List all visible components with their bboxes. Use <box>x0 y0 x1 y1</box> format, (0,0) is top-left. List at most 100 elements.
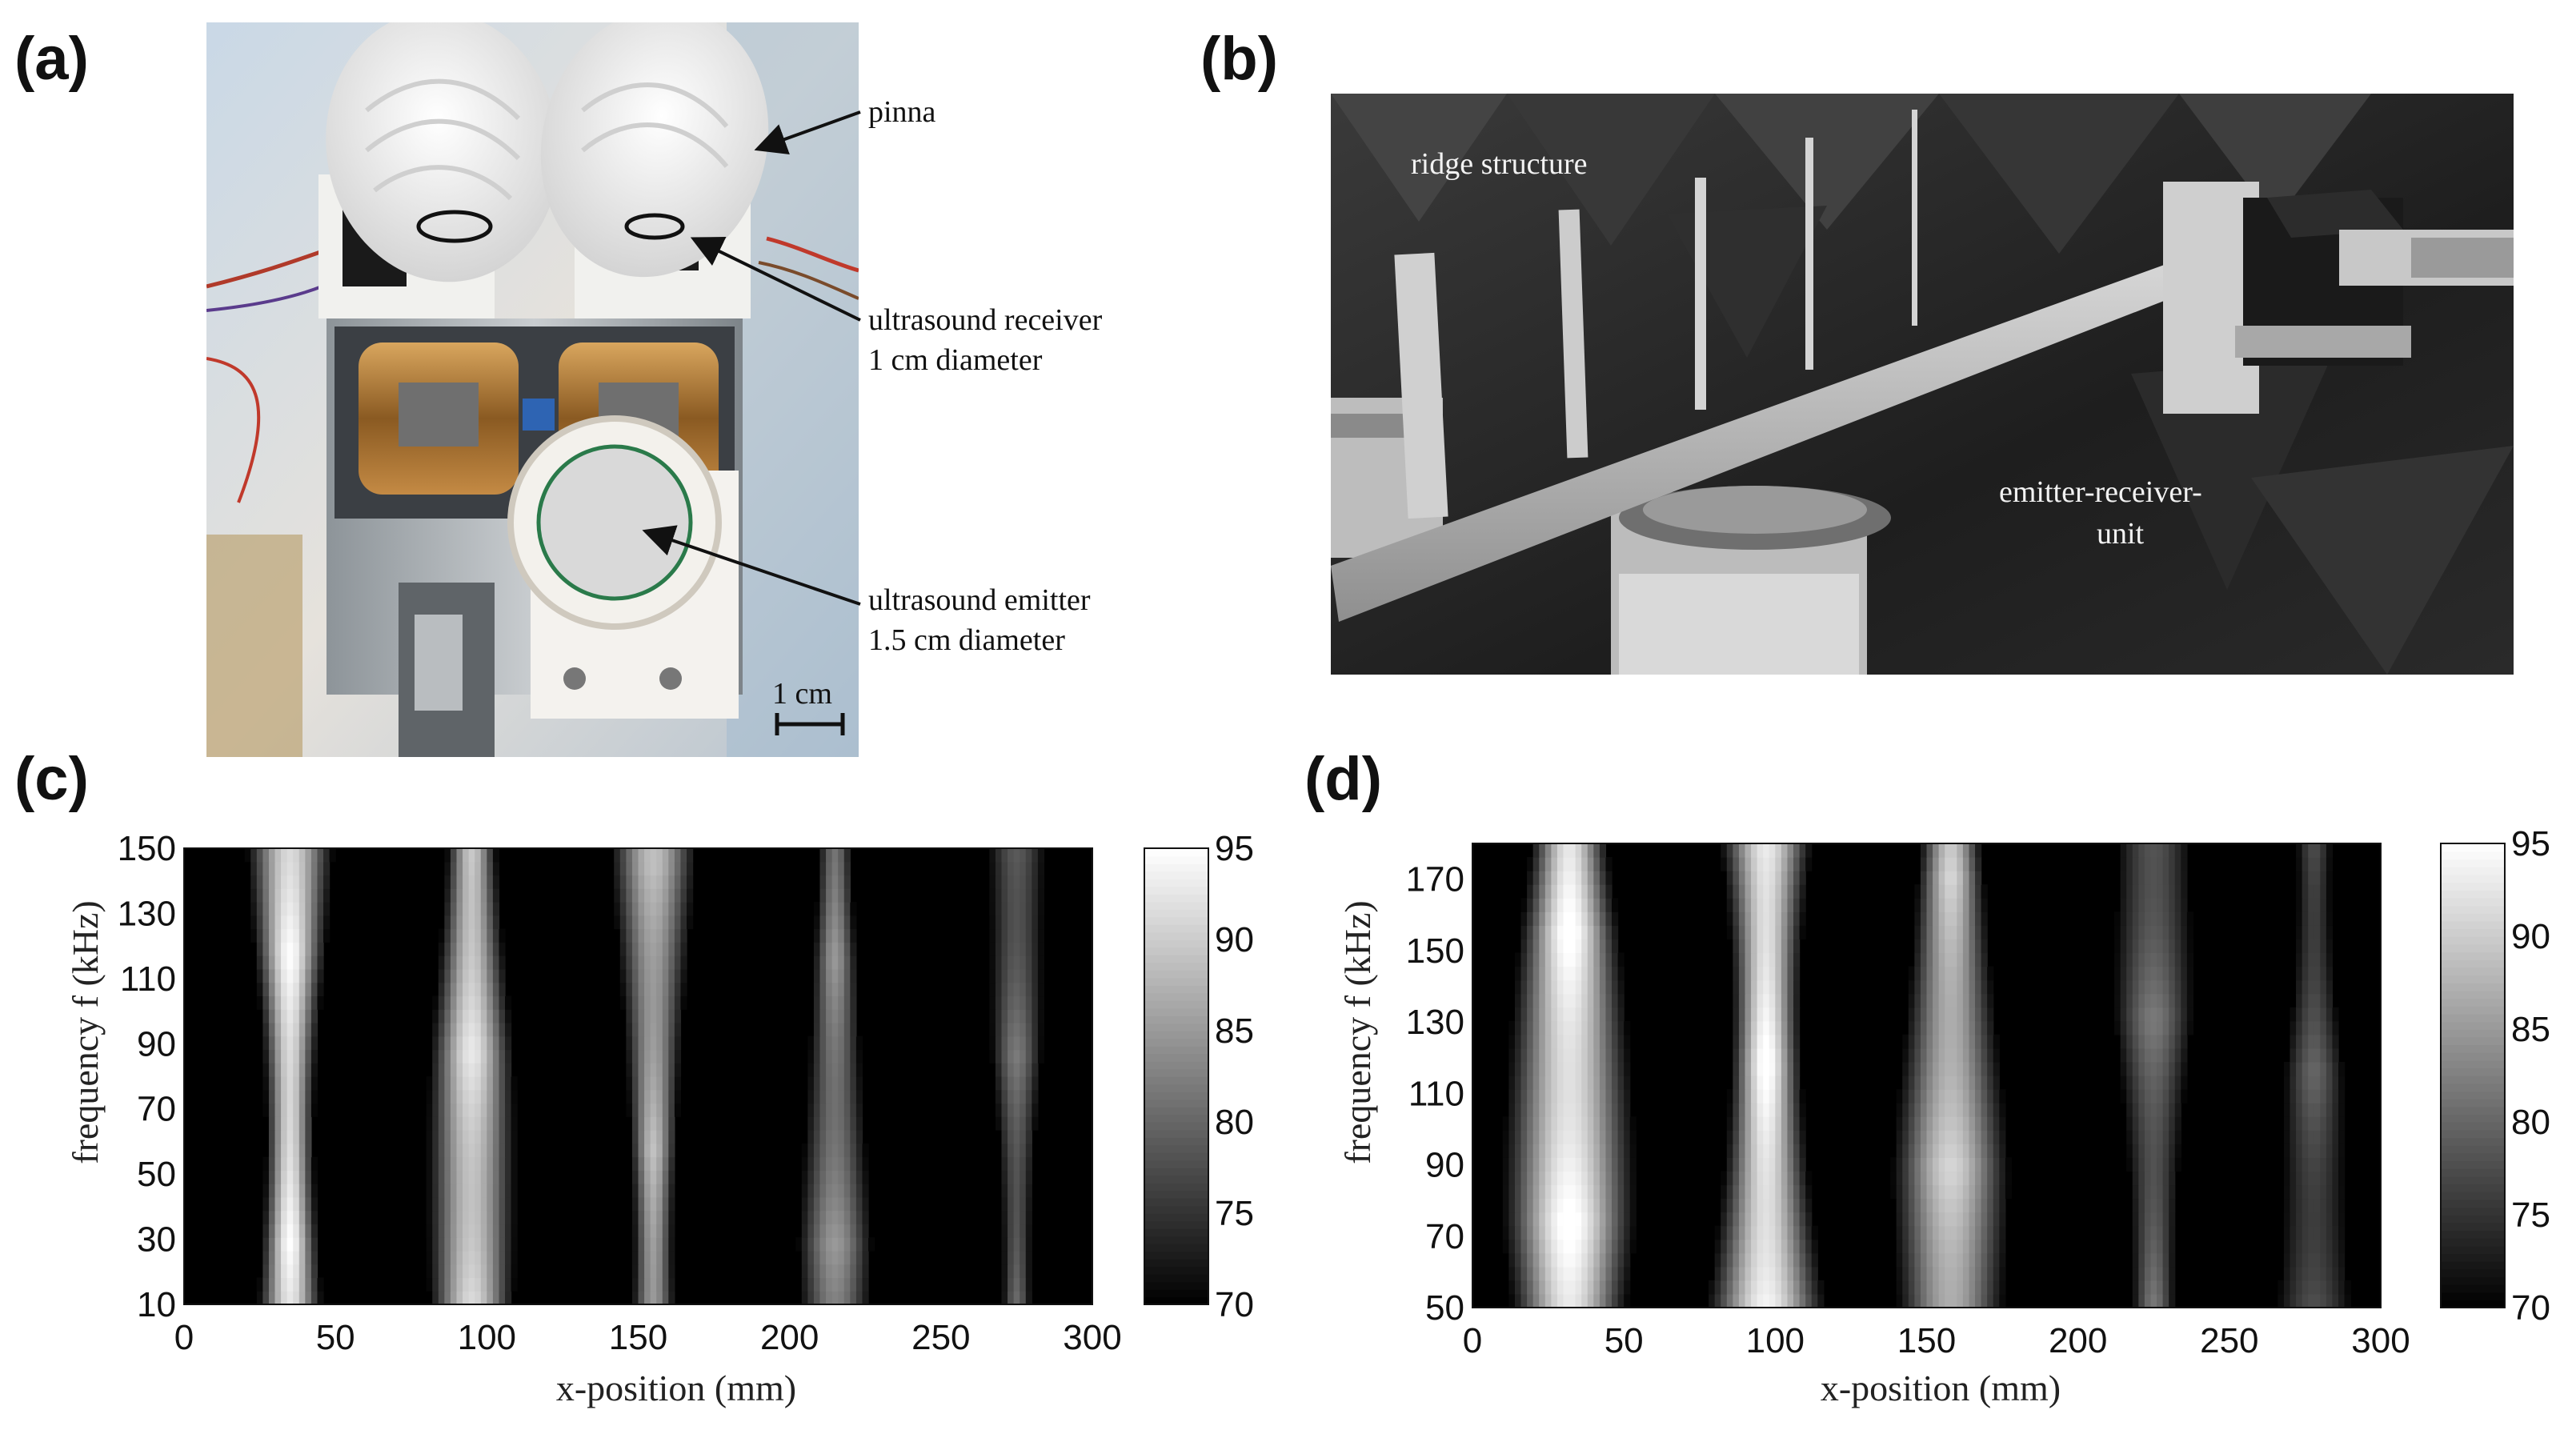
heatmap-cell <box>1001 1103 1008 1117</box>
heatmap-cell <box>480 995 487 1010</box>
heatmap-cell <box>499 1089 506 1104</box>
heatmap-cell <box>444 902 451 916</box>
heatmap-cell <box>662 861 669 876</box>
heatmap-cell <box>444 1022 451 1037</box>
heatmap-cell <box>650 1049 657 1063</box>
heatmap-cell <box>819 995 827 1010</box>
heatmap-cell <box>813 1103 821 1117</box>
heatmap-cell <box>1933 1034 1940 1049</box>
heatmap-cell <box>1544 1116 1552 1131</box>
heatmap-cell <box>1775 979 1782 995</box>
heatmap-cell <box>1605 1280 1613 1295</box>
heatmap-cell <box>813 1237 821 1252</box>
heatmap-cell <box>644 968 651 983</box>
heatmap-cell <box>662 982 669 997</box>
heatmap-cell <box>499 1022 506 1037</box>
heatmap-cell <box>426 1237 433 1252</box>
heatmap-cell <box>1793 1034 1801 1049</box>
heatmap-cell <box>819 928 827 943</box>
heatmap-cell <box>1539 1034 1546 1049</box>
heatmap-cell <box>268 875 276 889</box>
heatmap-cell <box>1745 939 1752 954</box>
heatmap-cell <box>1617 1144 1625 1158</box>
heatmap-cell <box>1527 911 1534 926</box>
colorbar-tick-label: 75 <box>2511 1196 2550 1235</box>
heatmap-cell <box>650 1143 657 1158</box>
heatmap-cell <box>1757 952 1764 967</box>
heatmap-cell <box>1962 1103 1970 1117</box>
heatmap-cell <box>855 1035 863 1051</box>
heatmap-cell <box>1037 861 1045 876</box>
heatmap-cell <box>1908 1116 1915 1131</box>
heatmap-cell <box>2302 1280 2309 1295</box>
heatmap-cell <box>1532 1116 1540 1131</box>
heatmap-cell <box>831 942 839 956</box>
heatmap-cell <box>262 1237 270 1252</box>
heatmap-cell <box>619 915 627 930</box>
heatmap-cell <box>1599 1061 1607 1076</box>
heatmap-cell <box>293 1277 300 1292</box>
heatmap-cell <box>2326 843 2334 858</box>
heatmap-cell <box>1726 1157 1733 1172</box>
heatmap-cell <box>668 1103 675 1117</box>
colorbar-segment <box>1144 1007 1208 1016</box>
heatmap-cell <box>1745 1239 1752 1254</box>
heatmap-cell <box>1769 1116 1776 1131</box>
heatmap-cell <box>432 1210 439 1225</box>
heatmap-cell <box>475 1089 482 1104</box>
heatmap-cell <box>1569 1252 1576 1268</box>
heatmap-cell <box>674 1076 682 1091</box>
heatmap-cell <box>1999 1103 2006 1117</box>
heatmap-cell <box>826 928 833 943</box>
heatmap-cell <box>1775 898 1782 912</box>
heatmap-cell <box>1025 1291 1032 1305</box>
heatmap-cell <box>843 968 851 983</box>
heatmap-cell <box>662 1250 669 1265</box>
heatmap-cell <box>1593 1239 1600 1254</box>
heatmap-cell <box>1751 1130 1758 1144</box>
heatmap-cell <box>286 1143 294 1158</box>
heatmap-cell <box>2296 993 2303 1008</box>
heatmap-cell <box>850 902 857 916</box>
heatmap-cell <box>1556 1103 1564 1117</box>
heatmap-cell <box>2132 1184 2139 1200</box>
heatmap-cell <box>2132 993 2139 1008</box>
heatmap-cell <box>2296 843 2303 858</box>
heatmap-cell <box>1950 898 1957 912</box>
heatmap-cell <box>838 848 845 863</box>
heatmap-cell <box>1508 1266 1516 1281</box>
heatmap-cell <box>1950 1225 1957 1240</box>
heatmap-cell <box>432 1035 439 1051</box>
heatmap-cell <box>1581 1116 1588 1131</box>
heatmap-cell <box>1787 1034 1794 1049</box>
heatmap-cell <box>444 1170 451 1184</box>
heatmap-cell <box>268 915 276 930</box>
heatmap-cell <box>1926 871 1933 885</box>
heatmap-cell <box>1581 843 1588 858</box>
heatmap-cell <box>1013 1063 1020 1077</box>
heatmap-cell <box>1032 1035 1039 1051</box>
heatmap-cell <box>511 1076 518 1091</box>
heatmap-cell <box>1037 1022 1045 1037</box>
heatmap-cell <box>298 1237 306 1252</box>
heatmap-cell <box>1001 1184 1008 1198</box>
heatmap-cell <box>1938 1157 1945 1172</box>
heatmap-cell <box>286 1103 294 1117</box>
heatmap-cell <box>1520 1020 1528 1035</box>
heatmap-cell <box>2326 1225 2334 1240</box>
heatmap-cell <box>499 1277 506 1292</box>
heatmap-cell <box>850 1170 857 1184</box>
heatmap-cell <box>1975 993 1982 1008</box>
heatmap-cell <box>281 1224 288 1238</box>
chart-c-ylabel: frequency f (kHz) <box>65 900 106 1164</box>
heatmap-cell <box>1514 1089 1522 1104</box>
x-tick-label: 100 <box>1746 1321 1805 1360</box>
heatmap-cell <box>298 1063 306 1077</box>
heatmap-cell <box>1544 1184 1552 1200</box>
heatmap-cell <box>1957 1034 1964 1049</box>
chart-c-xlabel: x-position (mm) <box>556 1368 796 1408</box>
heatmap-cell <box>281 902 288 916</box>
heatmap-cell <box>674 955 682 970</box>
heatmap-cell <box>1987 1047 1994 1063</box>
